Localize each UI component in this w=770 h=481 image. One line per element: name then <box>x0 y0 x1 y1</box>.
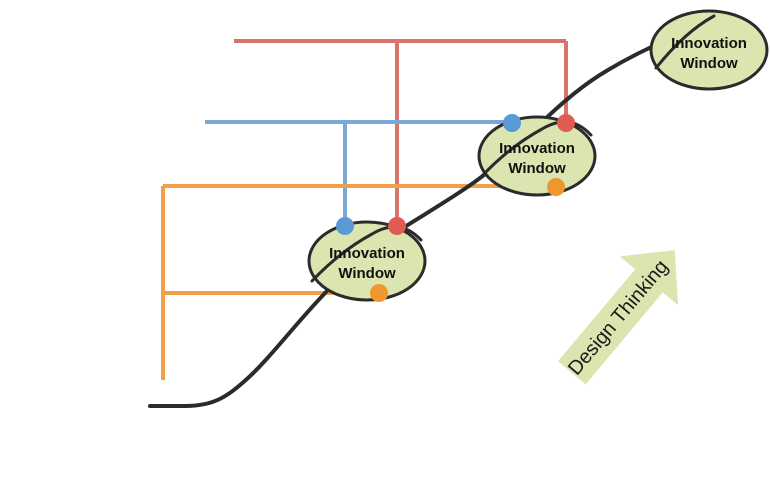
innovation-window-lower-ellipse <box>307 220 427 302</box>
orange-dot-middle-window[interactable] <box>547 178 565 196</box>
blue-connector-group <box>205 120 514 228</box>
innovation-window-upper[interactable]: Innovation Window <box>649 9 769 91</box>
orange-dot-lower-window[interactable] <box>370 284 388 302</box>
blue-dot-lower-window[interactable] <box>336 217 354 235</box>
red-connector-group <box>234 39 568 228</box>
innovation-window-upper-ellipse <box>649 9 769 91</box>
s-curve-overlay-upper <box>654 14 716 70</box>
blue-dot-middle-window[interactable] <box>503 114 521 132</box>
red-dot-lower-window[interactable] <box>388 217 406 235</box>
s-curve-path <box>148 40 664 408</box>
s-curve-overlay-lower <box>310 225 423 283</box>
innovation-window-middle-ellipse <box>477 115 597 197</box>
red-dot-middle-window[interactable] <box>557 114 575 132</box>
design-thinking-arrow-shape <box>558 250 679 385</box>
design-thinking-arrow-label: Design Thinking <box>564 256 673 380</box>
s-curve-overlay-middle <box>480 120 593 178</box>
design-thinking-arrow[interactable]: Design Thinking <box>543 226 704 397</box>
connector-dots <box>336 114 575 302</box>
innovation-window-lower[interactable]: Innovation Window <box>307 220 427 302</box>
innovation-window-middle[interactable]: Innovation Window <box>477 115 597 197</box>
